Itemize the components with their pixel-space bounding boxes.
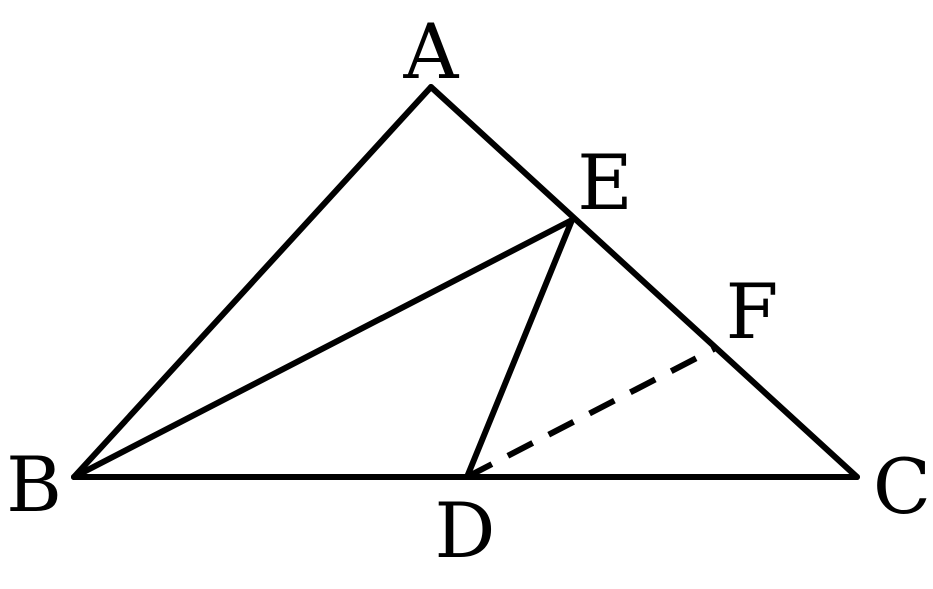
- point-label-e: E: [577, 138, 632, 227]
- point-label-f: F: [726, 267, 779, 356]
- point-label-d: D: [435, 486, 496, 575]
- point-label-c: C: [873, 442, 931, 531]
- segment-df: [465, 346, 716, 480]
- segment-ac: [428, 84, 860, 480]
- segment-be: [71, 217, 575, 480]
- segments-group: [71, 84, 860, 480]
- point-label-b: B: [6, 440, 62, 529]
- segment-ed: [464, 217, 575, 480]
- labels-group: A B C D E F: [6, 7, 931, 575]
- segment-ab: [71, 84, 434, 480]
- point-label-a: A: [403, 7, 460, 96]
